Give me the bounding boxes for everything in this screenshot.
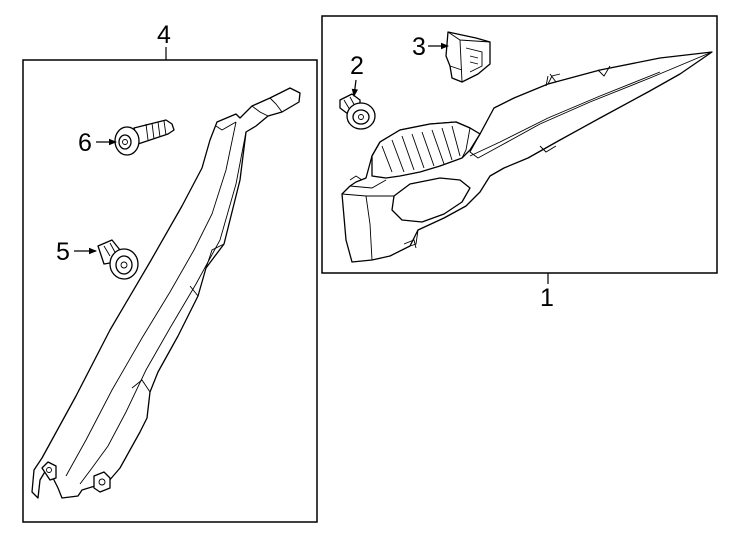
grommet [339,93,376,130]
callout-2-arrow [351,79,359,97]
callout-2: 2 [350,52,364,80]
callout-3: 3 [412,33,426,61]
bolt [114,119,175,156]
quarter-trim-panel [341,51,713,263]
right-group: 1 2 [321,15,718,312]
callout-4: 4 [157,21,171,49]
pillar-trim-panel [31,87,301,499]
callout-5: 5 [56,238,70,266]
retainer-clip [445,31,491,83]
left-group-frame [22,59,318,523]
callout-1: 1 [540,284,554,312]
left-group: 4 6 [22,21,318,523]
push-clip [97,239,139,280]
right-group-frame [321,15,718,274]
callout-6: 6 [78,129,92,157]
